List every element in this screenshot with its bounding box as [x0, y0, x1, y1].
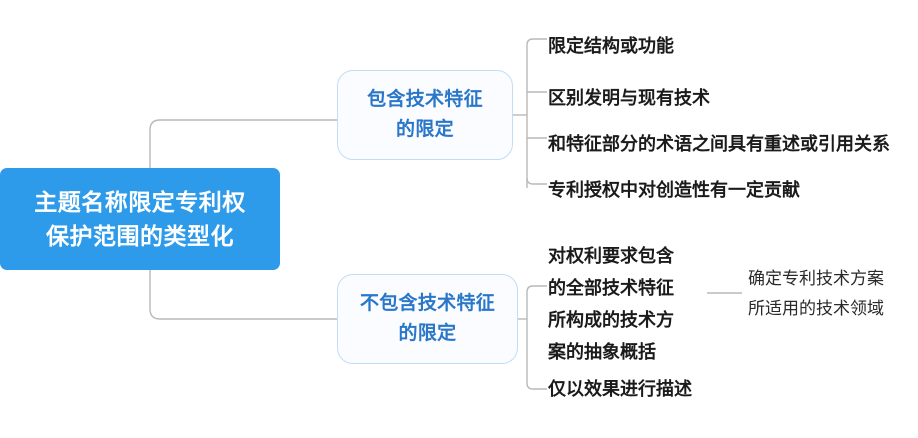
leaf-abstract-summary-line-3: 所构成的技术方	[548, 310, 674, 330]
branch-node-not-included-line-1: 不包含技术特征	[359, 293, 496, 314]
connector-leaf-effect-description-stub	[526, 382, 547, 390]
branch-node-included-line-2: 的限定	[396, 119, 454, 140]
connector-leaf-abstract-summary-stub	[526, 285, 547, 293]
root-node-line-2: 保护范围的类型化	[46, 223, 234, 249]
root-node[interactable]: 主题名称限定专利权 保护范围的类型化	[0, 168, 280, 270]
leaf-abstract-summary-line-2: 的全部技术特征	[548, 278, 674, 298]
leaf-structure-function[interactable]: 限定结构或功能	[548, 36, 674, 56]
leaf-abstract-summary[interactable]: 对权利要求包含 的全部技术特征 所构成的技术方 案的抽象概括	[548, 240, 700, 368]
branch-node-not-included-line-2: 的限定	[398, 323, 457, 344]
connector-root-to-branch-included	[149, 119, 337, 220]
leaf-abstract-summary-line-1: 对权利要求包含	[548, 246, 674, 266]
connector-leaf-structure-function-stub	[526, 38, 547, 46]
leaf-terminology-relation[interactable]: 和特征部分的术语之间具有重述或引用关系	[548, 134, 890, 154]
branch-node-included[interactable]: 包含技术特征 的限定	[337, 70, 513, 160]
connector-root-to-branch-not-included	[149, 218, 337, 320]
subleaf-technical-field[interactable]: 确定专利技术方案 所适用的技术领域	[748, 264, 918, 324]
leaf-distinguish-prior-art[interactable]: 区别发明与现有技术	[548, 88, 710, 108]
subleaf-technical-field-line-1: 确定专利技术方案	[748, 269, 884, 288]
leaf-abstract-summary-line-4: 案的抽象概括	[548, 342, 656, 362]
branch-node-included-line-1: 包含技术特征	[367, 89, 483, 110]
subleaf-technical-field-line-2: 所适用的技术领域	[748, 299, 884, 318]
leaf-effect-description[interactable]: 仅以效果进行描述	[548, 379, 692, 399]
connector-leaf-inventiveness-stub	[526, 177, 547, 185]
leaf-inventiveness-contribution[interactable]: 专利授权中对创造性有一定贡献	[548, 180, 800, 200]
branch-node-not-included[interactable]: 不包含技术特征 的限定	[337, 274, 518, 364]
root-node-line-1: 主题名称限定专利权	[34, 189, 246, 215]
